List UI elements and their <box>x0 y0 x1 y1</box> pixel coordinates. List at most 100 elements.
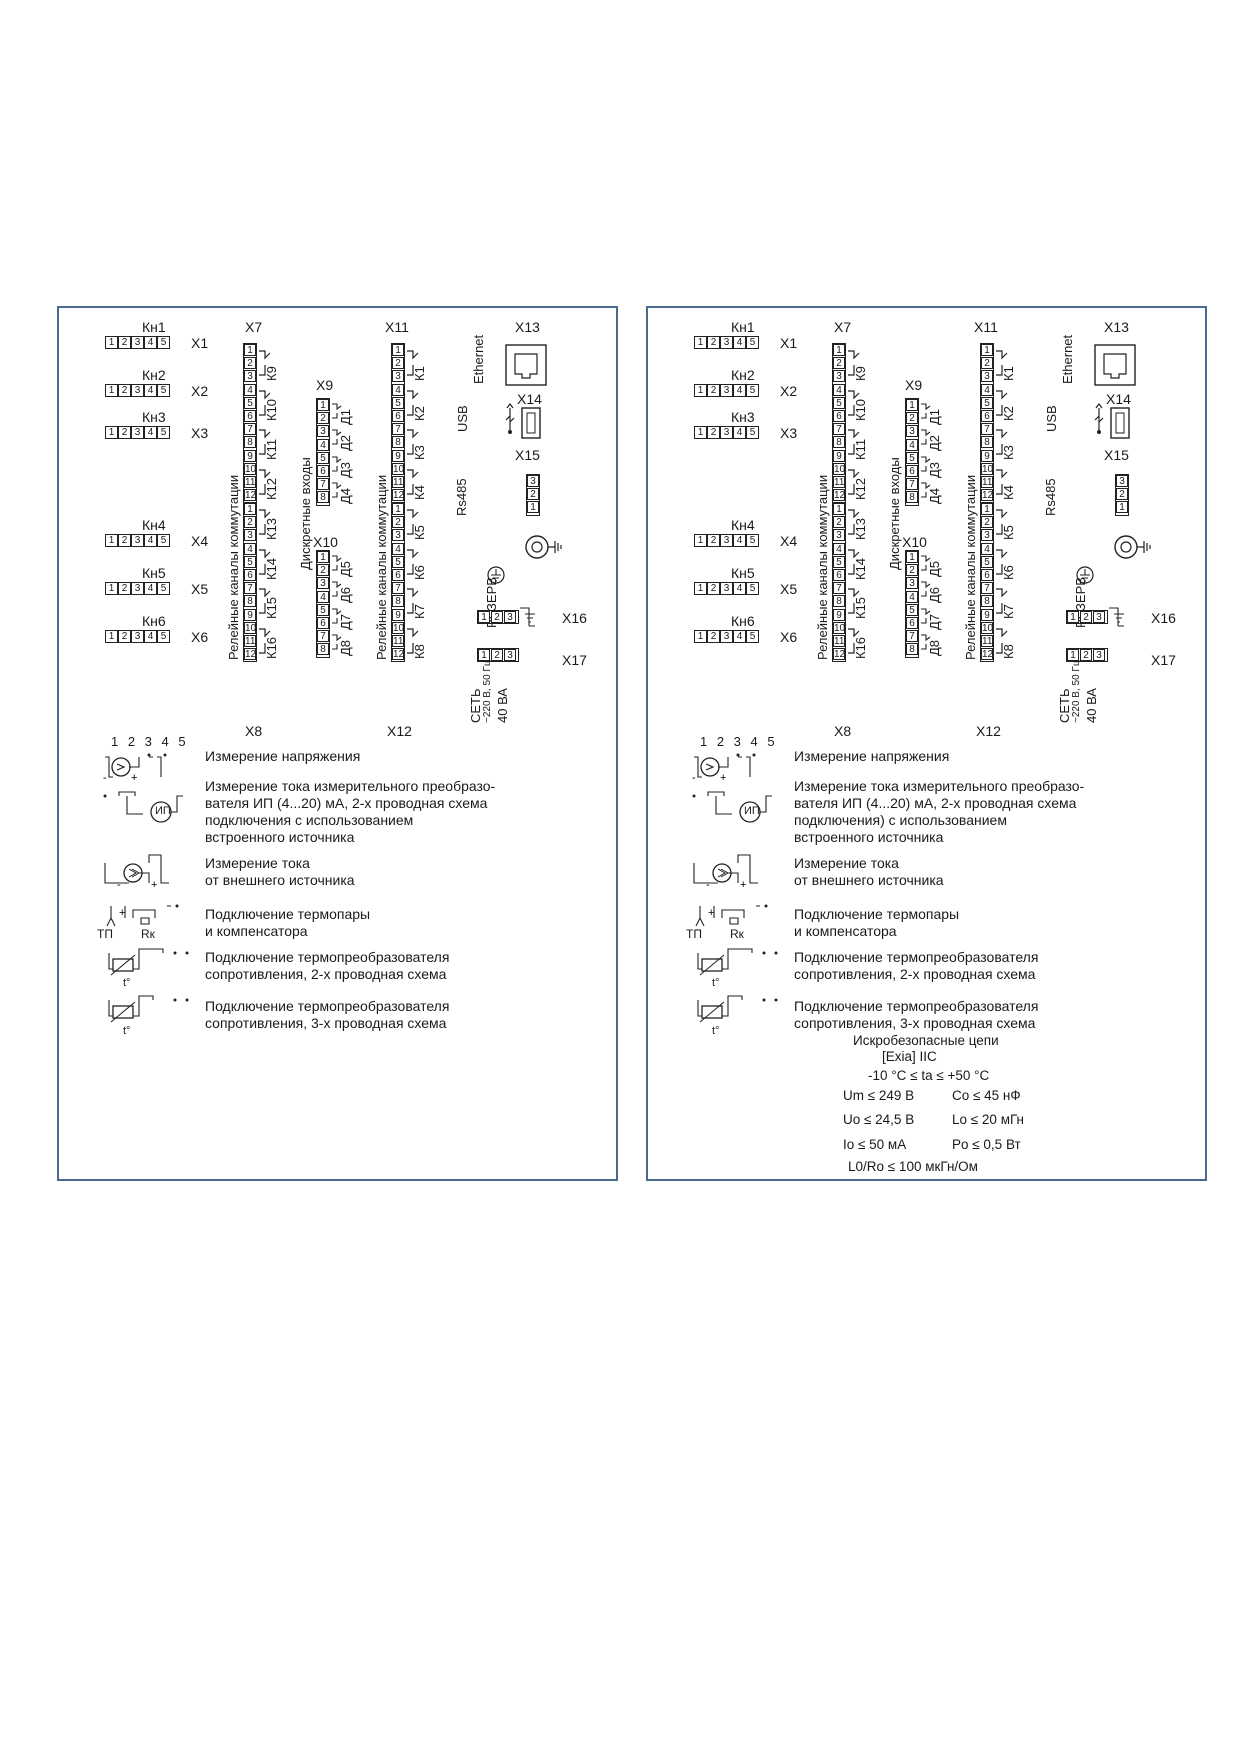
relay-contact-icon <box>848 350 860 376</box>
usb-port-icon <box>521 407 541 439</box>
legend-line: Подключение термопары <box>205 906 371 922</box>
relay-label: К16 <box>264 636 279 659</box>
relay-contact-icon <box>407 509 419 535</box>
terminal-pin: 2 <box>1080 649 1092 661</box>
terminal-cell: 2 <box>118 630 131 643</box>
terminal-cell: 3 <box>720 384 733 397</box>
relay-contact-icon <box>996 628 1008 654</box>
relay-label: К2 <box>1001 405 1016 421</box>
terminal-cell: 5 <box>746 534 759 547</box>
tp-icon-label: ТП <box>686 927 702 941</box>
spec-title: Искробезопасные цепи <box>853 1033 999 1048</box>
rtd-2wire-icon <box>697 948 778 976</box>
terminal-pin: 1 <box>244 344 256 356</box>
terminal-pin: 3 <box>981 370 993 383</box>
label-x7: X7 <box>245 319 263 335</box>
svg-text:+: + <box>119 907 125 919</box>
legend-line: Подключение термопреобразователя <box>794 949 1039 965</box>
terminal-cell: 3 <box>720 336 733 349</box>
channel-connector-label: X6 <box>191 629 209 645</box>
terminal-cell: 3 <box>131 426 144 439</box>
terminal-pin: 5 <box>244 555 256 568</box>
channel-connector-label: X4 <box>191 533 209 549</box>
terminal-pin: 3 <box>244 529 256 542</box>
relay-contact-icon <box>848 429 860 455</box>
terminal-cell: 3 <box>720 582 733 595</box>
spec-exia: [Exia] IIC <box>882 1049 937 1064</box>
terminal-pin: 2 <box>392 516 404 529</box>
terminal-pin: 1 <box>906 551 918 563</box>
terminal-pin: 11 <box>833 635 845 647</box>
terminal-pin: 1 <box>527 501 539 513</box>
terminal-pin: 1 <box>981 344 993 356</box>
discrete-inputs-label: Дискретные входы <box>887 457 902 570</box>
relay-contact-icon <box>259 389 271 416</box>
channel-label: Кн6 <box>731 613 755 629</box>
terminal-pin: 10 <box>981 462 994 475</box>
svg-text:-: - <box>706 879 710 891</box>
relay-label: К1 <box>412 366 427 381</box>
relay-label: К5 <box>1001 525 1016 540</box>
discrete-label: Д7 <box>927 613 942 630</box>
terminal-pin: 6 <box>981 569 993 581</box>
terminal-pin: 5 <box>833 555 845 568</box>
terminal-pin: 8 <box>833 595 845 608</box>
terminal-pin: 7 <box>317 630 329 643</box>
relay-contact-icon <box>407 628 419 654</box>
terminal-pin: 12 <box>981 489 994 502</box>
terminal-pin: 1 <box>317 551 329 563</box>
relay-contact-icon <box>996 350 1008 376</box>
channel-label: Кн2 <box>731 367 755 383</box>
terminal-pin: 3 <box>504 649 516 661</box>
channel-label: Кн1 <box>731 319 755 335</box>
terminal-cell: 5 <box>746 582 759 595</box>
terminal-cell: 5 <box>746 336 759 349</box>
legend-line: Измерение тока <box>205 855 310 871</box>
usb-icon <box>505 403 515 434</box>
discrete-contact-icon <box>332 608 342 624</box>
spec-lo: Lo ≤ 20 мГн <box>952 1112 1024 1127</box>
discrete-label: Д1 <box>338 408 353 425</box>
channel-connector-label: X4 <box>780 533 798 549</box>
label-x16: X16 <box>562 610 587 626</box>
relay-contact-icon <box>407 469 419 495</box>
discrete-label: Д6 <box>338 587 353 604</box>
channel-connector-label: X3 <box>191 425 209 441</box>
network-voltage-label: ~220 В, 50 Гц <box>482 660 493 723</box>
terminal-cell: 3 <box>131 534 144 547</box>
terminal-cell: 4 <box>144 426 157 439</box>
ethernet-label: Ethernet <box>471 334 486 384</box>
svg-text:+: + <box>131 772 137 784</box>
legend-line: Подключение термопреобразователя <box>205 949 450 965</box>
relay-contact-icon <box>996 429 1008 455</box>
terminal-cell: 3 <box>720 534 733 547</box>
label-x16: X16 <box>1151 610 1176 626</box>
relay-label: К3 <box>412 445 427 461</box>
legend-line: сопротивления, 2-х проводная схема <box>205 966 447 982</box>
label-x7: X7 <box>834 319 852 335</box>
earth-icon <box>487 566 505 584</box>
terminal-pin: 5 <box>981 396 993 409</box>
terminal-pin: 2 <box>1116 488 1128 500</box>
relay-label: К10 <box>264 398 279 421</box>
tp-icon-label: ТП <box>97 927 113 941</box>
relay-label: К7 <box>1001 604 1016 620</box>
label-x8: X8 <box>245 723 263 739</box>
relay-contact-icon <box>259 469 271 495</box>
terminal-cell: 3 <box>131 384 144 397</box>
relay-label: К4 <box>1001 484 1016 500</box>
relay-contact-icon <box>996 389 1008 416</box>
spec-uo: Uo ≤ 24,5 В <box>843 1112 915 1127</box>
channel-connector-label: X1 <box>191 335 209 351</box>
legend-line: от внешнего источника <box>794 872 944 888</box>
terminal-cell: 2 <box>707 534 720 547</box>
discrete-contact-icon <box>332 581 342 597</box>
discrete-contact-icon <box>332 403 342 419</box>
channel-connector-label: X5 <box>191 581 209 597</box>
terminal-pin: 3 <box>504 611 516 623</box>
